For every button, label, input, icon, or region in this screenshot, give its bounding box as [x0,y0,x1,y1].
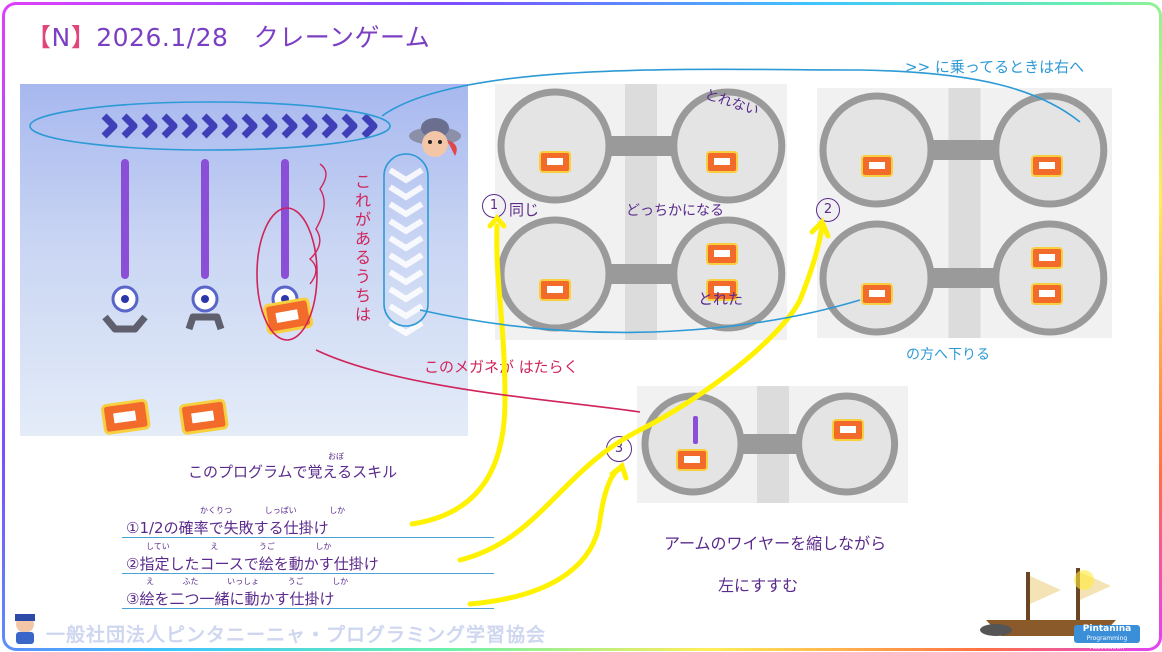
skill-underline-1 [122,537,494,538]
step2-marker: 2 [816,198,840,222]
conveyor-chevron [141,113,158,139]
skill-underline-3 [122,608,494,609]
prize-box-2 [179,398,229,435]
page-title: 【N】2026.1/28 クレーンゲーム [26,23,431,52]
footer-org-name: 一般社団法人ピンタニーニャ・プログラミング学習協会 [46,624,547,646]
prize-box [676,449,708,471]
conveyor-chevron [321,113,338,139]
conveyor-chevron [341,113,358,139]
skill1-ruby: かくりつ しっぱい しか [200,506,346,515]
thumb-step3 [637,386,908,503]
conveyor-chevron [101,113,118,139]
brace-mark [308,163,327,285]
stage-drawing [101,113,461,435]
down-chevron [388,167,424,184]
prize-box [861,283,893,305]
thumb-step2 [817,88,1112,338]
skill-item-1: ①1/2の確率で失敗する仕掛け [126,519,329,537]
conveyor-chevron [301,113,318,139]
prize-box [1031,283,1063,305]
down-chevron [388,201,424,218]
conveyor-chevron [261,113,278,139]
claw-circle [256,207,318,341]
prize-box [861,155,893,177]
chevron-conveyor [101,113,378,139]
step3-marker: 3 [606,436,632,462]
glasses-pair [819,92,1108,208]
conveyor-chevron [241,113,258,139]
down-column-circle [383,153,429,327]
note-which: どっちかになる [626,203,724,219]
game-stage-panel: これがあるうちは [20,84,468,436]
skills-heading-ruby: おぼ [328,452,344,461]
thumb-step3-drawing [641,386,899,503]
prize-box-held [263,297,314,335]
wire-2 [201,159,209,279]
conveyor-chevron [181,113,198,139]
wire-short [693,416,698,444]
prize-box [1031,247,1063,269]
conveyor-chevron [361,113,378,139]
skill-underline-2 [122,573,494,574]
prize-box [1031,155,1063,177]
note-shrink-wire: アームのワイヤーを縮しながら [664,534,887,553]
prize-box-1 [101,398,151,435]
conveyor-chevron [161,113,178,139]
prize-box [706,243,738,265]
note-go-left: 左にすすむ [718,576,799,595]
skill3-ruby: え ふた いっしょ うご しか [146,577,349,586]
skill-item-3: ③絵を二つ一緒に動かす仕掛け [126,590,335,608]
conveyor-chevron [221,113,238,139]
prize-box [539,279,571,301]
step1-marker: 1 [482,194,506,218]
wire-3 [281,159,289,279]
vertical-note: これがあるうちは [354,172,371,324]
footer-mascot-icon [10,612,40,644]
note-took: とれた [698,290,744,308]
prize-box [539,151,571,173]
skill-item-2: ②指定したコースで絵を動かす仕掛け [126,555,379,573]
claw-2 [185,285,225,331]
claw-1 [102,285,148,333]
prize-box [832,419,864,441]
note-ride-right: >> に乗ってるときは右へ [905,58,1085,76]
conveyor-chevron [121,113,138,139]
thumb-step2-drawing [819,88,1108,338]
note-same: 同じ [509,201,540,219]
glasses-works-note: このメガネが はたらく [424,358,579,376]
skills-heading: このプログラムで覚えるスキル [188,463,398,481]
panel-annotations [29,101,429,341]
note-go-down: の方へ下りる [906,347,990,363]
ufo-character [409,118,461,157]
conveyor-circle [29,101,391,151]
down-chevron [388,184,424,201]
conveyor-chevron [281,113,298,139]
wire-1 [121,159,129,279]
conveyor-chevron [201,113,218,139]
prize-box [706,151,738,173]
skill2-ruby: してい え うご しか [146,542,332,551]
